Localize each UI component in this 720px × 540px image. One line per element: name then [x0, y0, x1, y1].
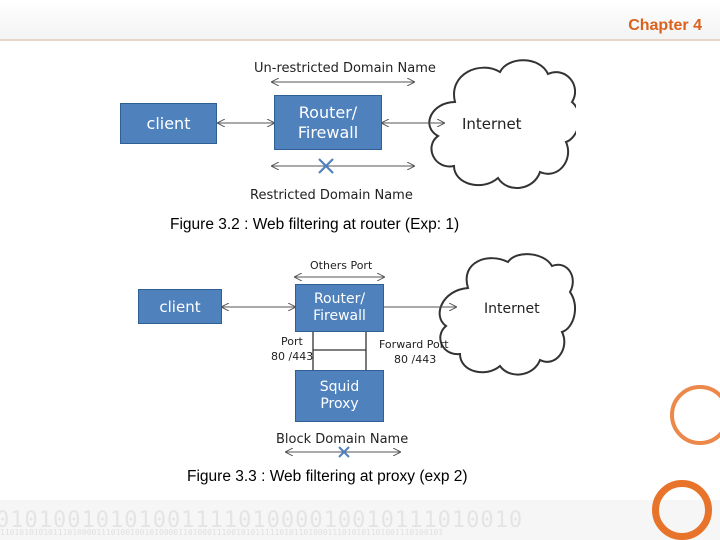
diagram1-connectors	[120, 59, 576, 190]
decor-ring-top	[670, 385, 720, 445]
router-filter-diagram: Un-restricted Domain Name client Router/…	[120, 54, 576, 210]
binary-pattern-small: 1101010101011101000011101001001010000110…	[0, 528, 444, 537]
forward-port-line2: 80 /443	[394, 353, 437, 366]
router2-label-line2: Firewall	[313, 308, 366, 324]
top-bar	[0, 0, 720, 40]
client-box: client	[120, 103, 217, 144]
squid-proxy-box: Squid Proxy	[295, 370, 384, 422]
port-label-line1: Port	[281, 335, 303, 348]
router2-label-line1: Router/	[313, 291, 366, 308]
client-box-2: client	[138, 289, 222, 324]
diagram2-connectors	[138, 253, 576, 458]
decor-ring-bottom	[652, 480, 712, 540]
router-firewall-box-2: Router/ Firewall	[295, 284, 384, 332]
binary-pattern: 0101001010100111101000010010111010010	[0, 508, 524, 533]
internet-cloud-icon	[428, 59, 576, 190]
unrestricted-label: Un-restricted Domain Name	[254, 61, 436, 76]
chapter-label: Chapter 4	[628, 17, 702, 34]
client-label: client	[146, 113, 191, 133]
port-label-line2: 80 /443	[271, 350, 314, 363]
forward-port-line1: Forward Port	[379, 338, 449, 351]
restricted-label: Restricted Domain Name	[250, 188, 413, 203]
client-label-2: client	[159, 297, 201, 316]
router-firewall-box: Router/ Firewall	[274, 95, 382, 150]
internet-cloud-icon-2	[438, 253, 576, 376]
internet-label-2: Internet	[484, 301, 540, 317]
squid-label-line1: Squid	[319, 379, 360, 396]
block-domain-label: Block Domain Name	[276, 432, 409, 447]
header-rule	[0, 39, 720, 41]
router-label-line1: Router/	[298, 103, 358, 123]
figure-caption-1: Figure 3.2 : Web filtering at router (Ex…	[170, 216, 460, 233]
internet-label: Internet	[462, 115, 522, 133]
blocked-x-icon-2	[338, 446, 350, 458]
router-label-line2: Firewall	[297, 122, 359, 142]
proxy-filter-diagram: Others Port client Router/ Firewall Inte…	[138, 252, 576, 462]
blocked-x-icon	[318, 158, 334, 174]
figure-caption-2: Figure 3.3 : Web filtering at proxy (exp…	[187, 468, 468, 485]
others-port-label: Others Port	[310, 259, 373, 272]
binary-footer: 0101001010100111101000010010111010010 11…	[0, 500, 720, 540]
squid-label-line2: Proxy	[320, 396, 359, 412]
